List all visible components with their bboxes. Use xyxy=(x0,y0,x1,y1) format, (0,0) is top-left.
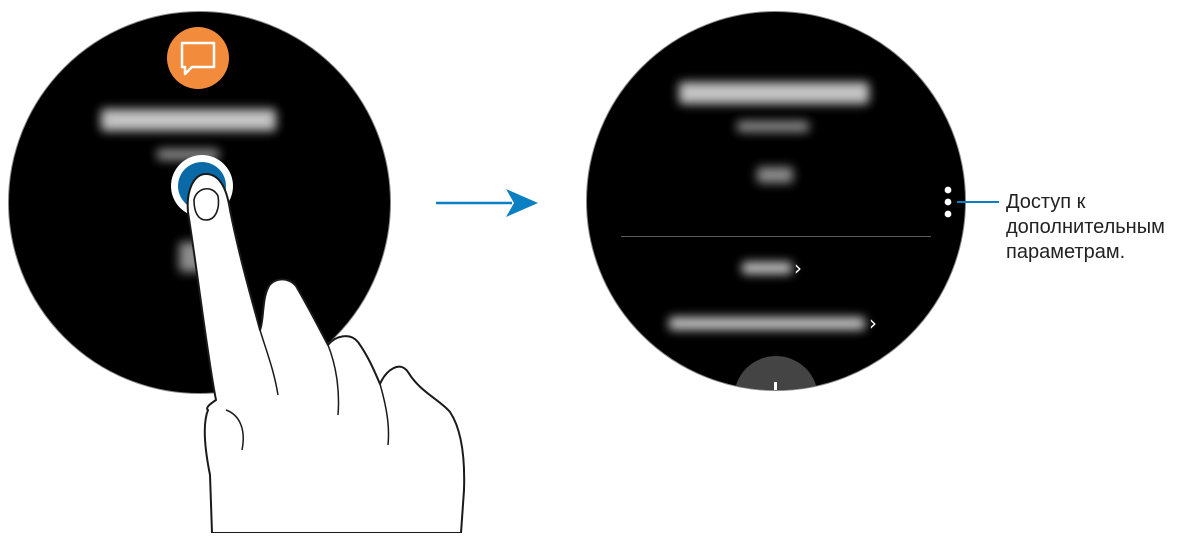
chevron-right-icon: › xyxy=(794,258,802,278)
reply-button[interactable] xyxy=(734,356,818,391)
callout-line-3: параметрам. xyxy=(1006,240,1165,265)
blurred-list-item-label xyxy=(742,262,792,274)
callout-label: Доступ к дополнительным параметрам. xyxy=(1006,190,1165,265)
reply-icon xyxy=(774,382,777,391)
arrow-right-icon xyxy=(432,186,540,220)
vertical-ellipsis-icon[interactable] xyxy=(942,185,954,219)
callout-line-1: Доступ к xyxy=(1006,190,1165,215)
blurred-contact-name xyxy=(679,82,869,104)
blurred-sender-name xyxy=(101,109,276,131)
blurred-message-preview xyxy=(757,167,793,183)
right-watch-screen: › › xyxy=(586,11,966,391)
list-item[interactable]: › xyxy=(587,257,965,281)
callout-line-2: дополнительным xyxy=(1006,215,1165,240)
blurred-list-item-label xyxy=(669,317,865,330)
chevron-right-icon: › xyxy=(869,313,877,333)
divider xyxy=(621,236,931,237)
list-item[interactable]: › xyxy=(587,312,965,336)
blurred-contact-number xyxy=(737,121,809,132)
speech-bubble-icon xyxy=(167,27,229,89)
callout-line xyxy=(957,201,999,203)
